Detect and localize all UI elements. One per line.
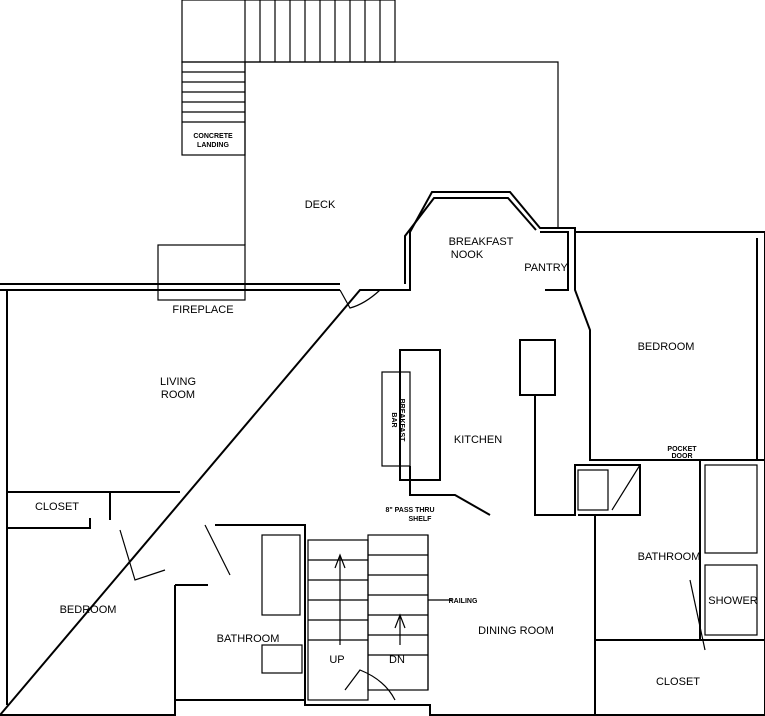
bathtub-left — [261, 534, 301, 616]
label-pocket-door-2: DOOR — [672, 453, 693, 460]
label-pocket-door: POCKET — [667, 446, 697, 453]
label-breakfast-bar-2: BAR — [390, 412, 397, 427]
label-pantry: PANTRY — [524, 262, 568, 274]
label-dining-room: DINING ROOM — [478, 625, 554, 637]
label-concrete-landing-2: LANDING — [197, 142, 229, 149]
label-pass-thru-2: SHELF — [409, 516, 433, 523]
label-deck: DECK — [305, 199, 336, 211]
doors — [119, 289, 706, 701]
label-kitchen: KITCHEN — [454, 434, 502, 446]
shower-stall — [704, 564, 758, 636]
exterior-walls — [0, 191, 765, 716]
label-breakfast-nook-2: NOOK — [451, 249, 484, 261]
label-bedroom-right: BEDROOM — [638, 341, 695, 353]
label-closet-left: CLOSET — [35, 501, 79, 513]
fireplace-box — [157, 244, 246, 301]
toilet-left — [261, 644, 303, 674]
label-bedroom-left: BEDROOM — [60, 604, 117, 616]
room-labels: DECK CONCRETE LANDING BREAKFAST NOOK PAN… — [35, 133, 758, 688]
label-living-room-2: ROOM — [161, 389, 195, 401]
breakfast-bar — [381, 371, 411, 467]
deck-stairs — [181, 0, 396, 156]
label-dn: DN — [389, 654, 405, 666]
label-pass-thru: 8" PASS THRU — [385, 507, 434, 514]
interior-stairs — [307, 534, 452, 701]
toilet-right — [577, 469, 609, 511]
label-shower: SHOWER — [708, 595, 758, 607]
deck — [157, 61, 559, 301]
interior-walls — [7, 231, 765, 715]
label-railing: RAILING — [449, 598, 478, 605]
label-up: UP — [329, 654, 344, 666]
label-concrete-landing: CONCRETE — [193, 133, 233, 140]
bathtub-right — [704, 464, 758, 554]
label-breakfast-bar: BREAKFAST — [398, 399, 405, 443]
label-bathroom-left: BATHROOM — [217, 633, 280, 645]
label-breakfast-nook: BREAKFAST — [449, 236, 514, 248]
label-closet-right: CLOSET — [656, 676, 700, 688]
label-fireplace: FIREPLACE — [172, 304, 233, 316]
label-bathroom-right: BATHROOM — [638, 551, 701, 563]
label-living-room: LIVING — [160, 376, 196, 388]
